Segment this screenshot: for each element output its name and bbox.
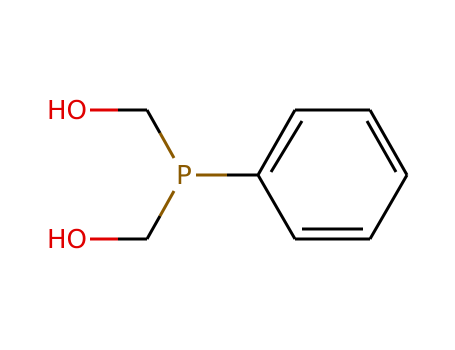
- atom-label-oh-top: HO: [47, 96, 87, 126]
- bond-c2-p-black: [145, 215, 162, 240]
- bond-c1-p-black: [145, 109, 162, 134]
- bond-c1-p-brown: [158, 132, 176, 159]
- bond-c2-p-brown: [158, 190, 176, 217]
- ring-double-bond-2: [365, 120, 398, 173]
- ring-bond-4: [368, 174, 409, 240]
- atom-label-phosphorus: P: [176, 161, 192, 191]
- atom-label-oh-bottom: HO: [47, 225, 87, 255]
- ring-bond-3: [368, 109, 409, 176]
- ring-bond-6: [256, 174, 297, 240]
- ring-bond-1: [256, 109, 297, 176]
- ring-double-bond-1: [269, 120, 304, 173]
